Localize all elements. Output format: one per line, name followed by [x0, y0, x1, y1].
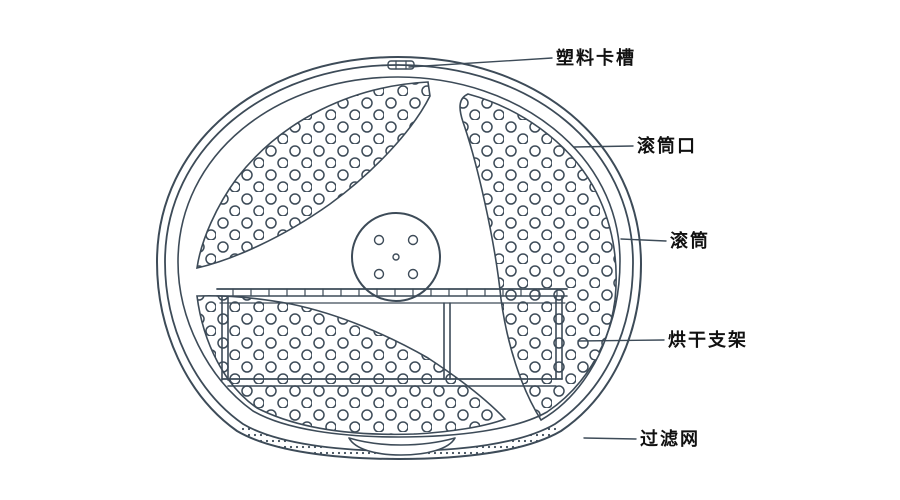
hub-bolt	[373, 268, 385, 280]
hub-bolt	[407, 234, 419, 246]
leader-line	[573, 145, 634, 148]
label-drum: 滚筒	[670, 230, 710, 251]
callout-plastic-clip-slot: 塑料卡槽	[408, 47, 636, 68]
callout-drying-rack: 烘干支架	[577, 329, 748, 350]
leader-line	[408, 57, 553, 68]
callout-filter-mesh: 过滤网	[583, 428, 700, 449]
drum-inner-outline	[164, 64, 634, 452]
perforated-regions	[196, 81, 617, 436]
rack-wire-ticks	[232, 288, 558, 297]
callouts: 塑料卡槽 滚筒口 滚筒 烘干支架 过滤网	[408, 47, 748, 449]
hub-bolt	[373, 234, 385, 246]
label-filter-mesh: 过滤网	[640, 428, 700, 449]
rack-legs	[221, 295, 563, 381]
label-plastic-clip-slot: 塑料卡槽	[556, 47, 636, 68]
perforation-region-top-left	[196, 81, 431, 270]
plastic-clip-slot-detail	[387, 60, 415, 70]
callout-drum-opening: 滚筒口	[573, 135, 697, 156]
leader-line	[620, 238, 667, 242]
hub-center-mark	[392, 253, 400, 261]
center-hub	[351, 212, 441, 302]
hub-bolt	[407, 268, 419, 280]
label-drum-opening: 滚筒口	[637, 135, 697, 156]
label-drying-rack: 烘干支架	[668, 329, 748, 350]
bottom-rim-mesh	[237, 424, 561, 459]
perforation-region-bottom-left	[196, 295, 507, 436]
callout-drum: 滚筒	[620, 230, 710, 251]
leader-line	[577, 339, 665, 342]
drying-rack	[216, 288, 568, 387]
filter-mesh-cover	[348, 437, 456, 456]
hub-circle	[351, 212, 441, 302]
leader-line	[583, 437, 637, 440]
perforation-region-right	[459, 93, 617, 422]
